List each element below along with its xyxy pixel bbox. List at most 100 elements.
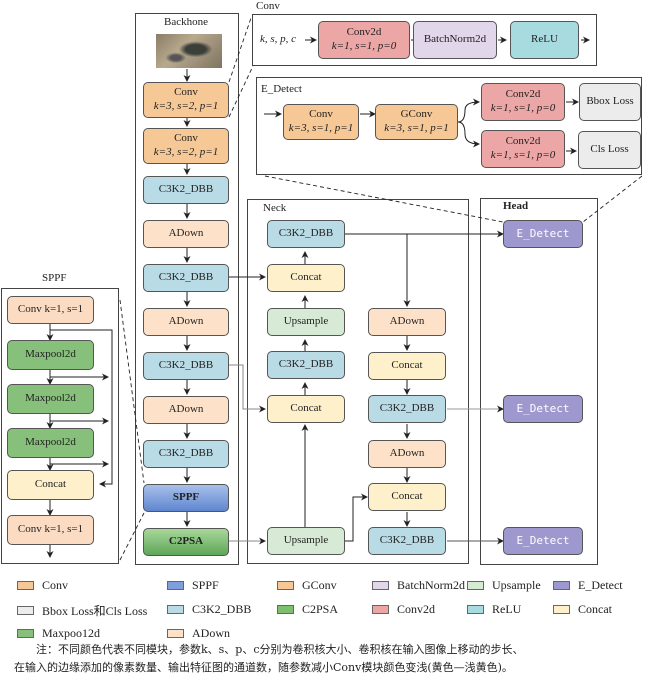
neck-right-c3k2-2: C3K2_DBB xyxy=(368,527,446,555)
head-panel xyxy=(480,198,598,565)
block-label: Concat xyxy=(391,490,423,503)
block-label: SPPF xyxy=(172,491,200,504)
neck-left-upsample-2: Upsample xyxy=(267,527,345,555)
legend-swatch xyxy=(467,605,484,614)
sppf-maxpool-3: Maxpool2d xyxy=(7,428,94,458)
dash-edetect-right xyxy=(582,175,643,223)
block-label: ADown xyxy=(168,403,204,416)
backbone-conv-2: Conv k=3, s=2, p=1 xyxy=(143,128,229,164)
backbone-title: Backhone xyxy=(164,16,208,28)
legend-item: Upsample xyxy=(467,578,541,593)
legend-swatch xyxy=(17,581,34,590)
legend-item: GConv xyxy=(277,578,337,593)
legend-swatch xyxy=(553,581,570,590)
legend-swatch xyxy=(167,629,184,638)
edetect-detail-conv2d-bottom: Conv2d k=1, s=1, p=0 xyxy=(481,130,565,168)
head-edetect-3: E_Detect xyxy=(503,527,583,555)
legend-label: Conv xyxy=(42,578,69,592)
block-params: k=3, s=1, p=1 xyxy=(288,122,354,134)
block-label: Maxpool2d xyxy=(25,392,76,405)
block-label: BatchNorm2d xyxy=(423,33,487,46)
block-label: ADown xyxy=(168,227,204,240)
neck-left-c3k2-top: C3K2_DBB xyxy=(267,220,345,248)
block-label: Concat xyxy=(290,402,322,415)
block-params: k=3, s=2, p=1 xyxy=(153,100,219,112)
block-label: E_Detect xyxy=(516,227,570,241)
block-label: C3K2_DBB xyxy=(379,534,435,547)
legend-item: E_Detect xyxy=(553,578,623,593)
block-label: C3K2_DBB xyxy=(158,359,214,372)
block-label: ADown xyxy=(168,315,204,328)
legend-label: GConv xyxy=(302,578,337,592)
conv-detail-relu: ReLU xyxy=(510,21,579,59)
block-params: k=3, s=2, p=1 xyxy=(153,146,219,158)
block-label: Concat xyxy=(34,478,67,491)
legend-swatch xyxy=(277,605,294,614)
legend-label: Conv2d xyxy=(397,602,436,616)
legend-swatch xyxy=(372,581,389,590)
legend-item: Bbox Loss和Cls Loss xyxy=(17,602,147,619)
neck-right-c3k2-1: C3K2_DBB xyxy=(368,395,446,423)
block-label: Conv2d xyxy=(505,135,541,148)
backbone-c3k2-1: C3K2_DBB xyxy=(143,176,229,204)
neck-right-adown-1: ADown xyxy=(368,308,446,336)
dash-conv-bottom xyxy=(228,65,254,118)
block-label: GConv xyxy=(400,108,433,121)
conv-detail-batchnorm: BatchNorm2d xyxy=(413,21,497,59)
legend-label: Upsample xyxy=(492,578,541,592)
block-label: Conv xyxy=(309,108,333,121)
dash-conv-top xyxy=(228,17,252,83)
head-edetect-1: E_Detect xyxy=(503,220,583,248)
legend-label: ReLU xyxy=(492,602,522,616)
block-label: Conv xyxy=(174,132,198,145)
backbone-conv-1: Conv k=3, s=2, p=1 xyxy=(143,82,229,118)
wire-ups-concat-r xyxy=(345,493,368,542)
legend-label: Bbox Loss和Cls Loss xyxy=(42,604,148,618)
legend-item: Maxpoo12d xyxy=(17,626,100,641)
legend-item: ADown xyxy=(167,626,230,641)
legend-item: C3K2_DBB xyxy=(167,602,251,617)
block-label: C3K2_DBB xyxy=(158,271,214,284)
conv-detail-conv2d: Conv2d k=1, s=1, p=0 xyxy=(318,21,410,59)
legend-swatch xyxy=(17,606,34,615)
legend-item: BatchNorm2d xyxy=(372,578,465,593)
legend-swatch xyxy=(17,629,34,638)
legend-item: Concat xyxy=(553,602,612,617)
backbone-c3k2-3: C3K2_DBB xyxy=(143,352,229,380)
sppf-conv-out: Conv k=1, s=1 xyxy=(7,515,94,545)
wire-p4-concat xyxy=(229,364,266,413)
legend-swatch xyxy=(167,581,184,590)
block-label: Maxpool2d xyxy=(25,348,76,361)
neck-title: Neck xyxy=(263,202,287,214)
block-label: Conv k=1, s=1 xyxy=(17,303,84,316)
legend-item: Conv xyxy=(17,578,68,593)
backbone-adown-1: ADown xyxy=(143,220,229,248)
block-label: Upsample xyxy=(283,315,329,328)
block-label: Concat xyxy=(391,359,423,372)
dash-sppf-top xyxy=(119,299,145,484)
backbone-adown-2: ADown xyxy=(143,308,229,336)
legend-swatch xyxy=(553,605,570,614)
block-label: C3K2_DBB xyxy=(158,183,214,196)
backbone-c3k2-2: C3K2_DBB xyxy=(143,264,229,292)
block-label: Conv2d xyxy=(346,26,382,39)
legend-swatch xyxy=(372,605,389,614)
dash-sppf-bottom xyxy=(119,512,145,561)
block-label: C3K2_DBB xyxy=(278,358,334,371)
edetect-detail-bbox-loss: Bbox Loss xyxy=(579,83,641,121)
block-params: k=1, s=1, p=0 xyxy=(331,40,397,52)
input-image xyxy=(156,34,222,68)
legend-label: Concat xyxy=(578,602,612,616)
block-label: C3K2_DBB xyxy=(379,402,435,415)
backbone-c3k2-4: C3K2_DBB xyxy=(143,440,229,468)
neck-left-concat-2: Concat xyxy=(267,395,345,423)
block-label: C2PSA xyxy=(168,535,204,548)
neck-left-upsample-1: Upsample xyxy=(267,308,345,336)
sppf-concat: Concat xyxy=(7,470,94,500)
legend-swatch xyxy=(467,581,484,590)
block-label: C3K2_DBB xyxy=(278,227,334,240)
block-label: Cls Loss xyxy=(590,143,629,156)
block-params: k=1, s=1, p=0 xyxy=(490,102,556,114)
sppf-maxpool-2: Maxpool2d xyxy=(7,384,94,414)
block-params: k=3, s=1, p=1 xyxy=(384,122,449,134)
